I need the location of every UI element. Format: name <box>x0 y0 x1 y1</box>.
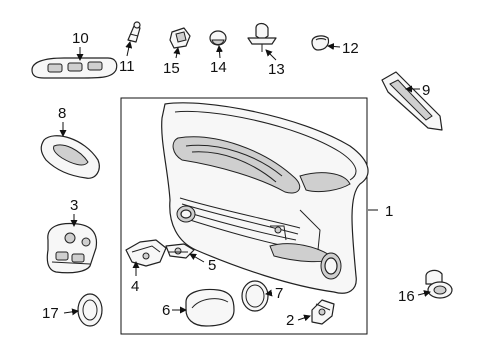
switch-panel-part-10 <box>31 57 118 79</box>
callout-17: 17 <box>42 305 59 322</box>
callout-16: 16 <box>398 288 415 305</box>
inside-handle-part-8 <box>40 135 100 179</box>
pull-pad-part-6 <box>185 288 235 327</box>
retainer-part-13 <box>247 22 277 52</box>
callout-12: 12 <box>342 40 359 57</box>
door-trim-panel <box>161 102 369 294</box>
callout-4: 4 <box>131 278 139 295</box>
callout-14: 14 <box>210 59 227 76</box>
push-pin-part-12 <box>311 35 330 51</box>
callout-10: 10 <box>72 30 89 47</box>
round-cover-part-7 <box>241 280 269 312</box>
trim-piece-part-9 <box>381 71 443 131</box>
callout-9: 9 <box>422 82 430 99</box>
callout-3: 3 <box>70 197 78 214</box>
retainer-part-16 <box>425 269 453 299</box>
clip-part-11 <box>127 21 141 43</box>
cap-part-14 <box>209 30 227 46</box>
callout-7: 7 <box>275 285 283 302</box>
disc-part-17 <box>77 293 103 327</box>
latch-part-5 <box>165 243 195 259</box>
callout-1: 1 <box>385 203 393 220</box>
callout-box <box>120 97 368 335</box>
callout-13: 13 <box>268 61 285 78</box>
callout-5: 5 <box>208 257 216 274</box>
clip-part-15 <box>169 27 191 49</box>
callout-6: 6 <box>162 302 170 319</box>
leader-lines <box>59 41 431 322</box>
bracket-part-2 <box>311 299 335 325</box>
callout-8: 8 <box>58 105 66 122</box>
switch-bezel-part-3 <box>46 222 98 274</box>
callout-15: 15 <box>163 60 180 77</box>
bracket-part-4 <box>125 239 167 267</box>
callout-2: 2 <box>286 312 294 329</box>
callout-11: 11 <box>119 58 135 75</box>
